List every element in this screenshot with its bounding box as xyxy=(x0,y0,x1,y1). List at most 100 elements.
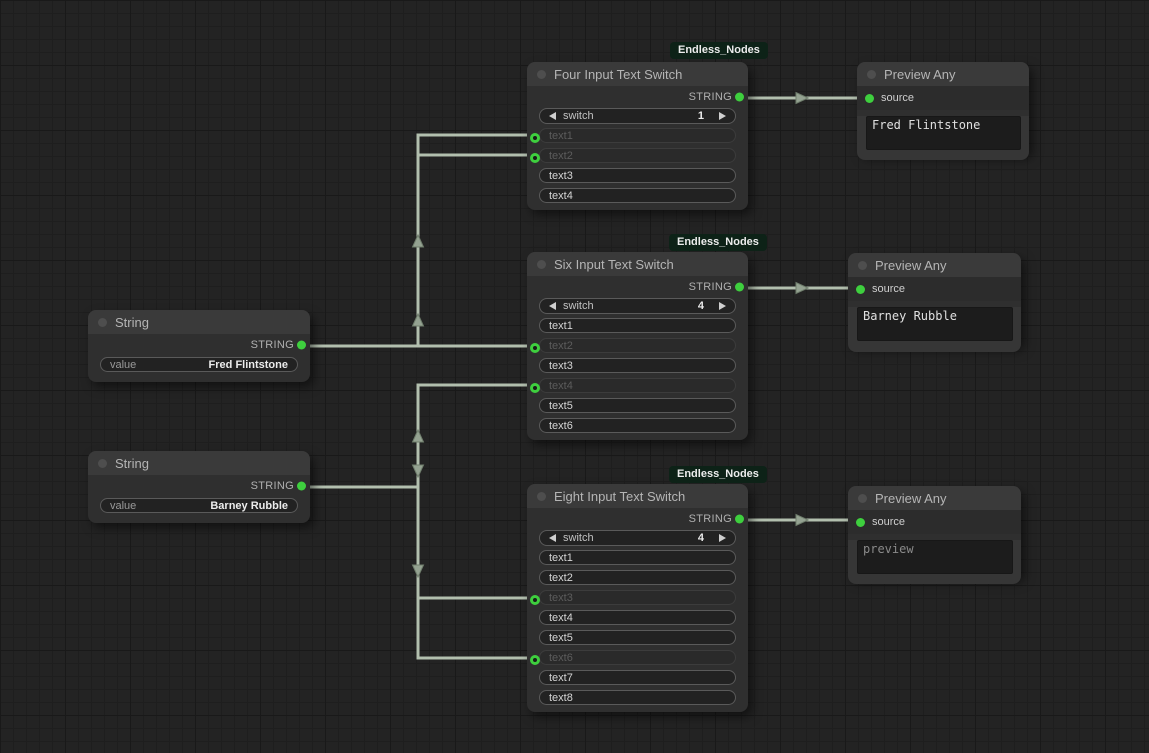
switch-prev-icon[interactable] xyxy=(549,112,556,120)
text-widget[interactable]: text6 xyxy=(539,418,736,433)
input-row-text2: text2 xyxy=(527,148,748,168)
switch-next-icon[interactable] xyxy=(719,302,726,310)
widget-row-value: value Barney Rubble xyxy=(88,498,310,514)
input-dot[interactable] xyxy=(530,343,540,353)
output-dot[interactable] xyxy=(297,481,306,491)
input-slot-source: source xyxy=(857,86,1029,110)
node-preview-any-1[interactable]: Preview Any source Fred Flintstone xyxy=(857,62,1029,160)
widget-row-text7: text7 xyxy=(527,670,748,690)
input-slot-source: source xyxy=(848,277,1021,301)
text-widget[interactable]: text4 xyxy=(539,610,736,625)
widget-row-value: value Fred Flintstone xyxy=(88,357,310,373)
node-collapse-icon[interactable] xyxy=(537,69,546,79)
preview-text[interactable]: Fred Flintstone xyxy=(866,116,1021,150)
node-titlebar[interactable]: Four Input Text Switch xyxy=(527,62,748,86)
text-widget[interactable]: text4 xyxy=(539,188,736,203)
node-string-1[interactable]: String STRING value Fred Flintstone xyxy=(88,310,310,382)
wire-arrow-right-icon xyxy=(795,513,810,527)
wire-arrow-right-icon xyxy=(795,91,810,105)
text-widget[interactable]: text2 xyxy=(539,148,736,163)
node-preview-any-2[interactable]: Preview Any source Barney Rubble xyxy=(848,253,1021,352)
input-dot[interactable] xyxy=(530,595,540,605)
node-titlebar[interactable]: Preview Any xyxy=(857,62,1029,86)
node-titlebar[interactable]: String xyxy=(88,310,310,334)
value-widget[interactable]: value Barney Rubble xyxy=(100,498,298,513)
switch-next-icon[interactable] xyxy=(719,112,726,120)
node-body: preview xyxy=(848,540,1021,584)
text-widget[interactable]: text1 xyxy=(539,550,736,565)
value-widget[interactable]: value Fred Flintstone xyxy=(100,357,298,372)
text-widget[interactable]: text3 xyxy=(539,590,736,605)
text-widget[interactable]: text4 xyxy=(539,378,736,393)
widget-row-text3: text3 xyxy=(527,168,748,188)
input-dot[interactable] xyxy=(530,153,540,163)
widget-value: Fred Flintstone xyxy=(208,358,288,371)
text-widget[interactable]: text5 xyxy=(539,398,736,413)
text-widget[interactable]: text7 xyxy=(539,670,736,685)
text-widget[interactable]: text8 xyxy=(539,690,736,705)
node-titlebar[interactable]: Eight Input Text Switch xyxy=(527,484,748,508)
node-collapse-icon[interactable] xyxy=(867,69,876,79)
preview-text[interactable]: Barney Rubble xyxy=(857,307,1013,341)
input-dot[interactable] xyxy=(856,517,865,527)
switch-prev-icon[interactable] xyxy=(549,302,556,310)
widget-value: Barney Rubble xyxy=(210,499,288,512)
switch-prev-icon[interactable] xyxy=(549,534,556,542)
node-collapse-icon[interactable] xyxy=(858,493,867,503)
input-dot[interactable] xyxy=(865,93,874,103)
input-dot[interactable] xyxy=(530,655,540,665)
node-eight-input-text-switch[interactable]: Eight Input Text Switch STRING switch 4 … xyxy=(527,484,748,712)
widget-row-text1: text1 xyxy=(527,318,748,338)
node-badge: Endless_Nodes xyxy=(669,234,767,251)
node-six-input-text-switch[interactable]: Six Input Text Switch STRING switch 4 te… xyxy=(527,252,748,440)
switch-stepper[interactable]: switch 4 xyxy=(539,530,736,546)
preview-text[interactable]: preview xyxy=(857,540,1013,574)
node-preview-any-3[interactable]: Preview Any source preview xyxy=(848,486,1021,584)
widget-row-text3: text3 xyxy=(527,358,748,378)
output-dot[interactable] xyxy=(735,514,744,524)
node-collapse-icon[interactable] xyxy=(858,260,867,270)
text-widget[interactable]: text3 xyxy=(539,168,736,183)
wire-arrow-right-icon xyxy=(795,281,810,295)
text-widget[interactable]: text5 xyxy=(539,630,736,645)
node-string-2[interactable]: String STRING value Barney Rubble xyxy=(88,451,310,523)
text-widget[interactable]: text2 xyxy=(539,570,736,585)
switch-value: 1 xyxy=(697,110,704,122)
widget-row-text2: text2 xyxy=(527,570,748,590)
output-dot[interactable] xyxy=(297,340,306,350)
input-row-text6: text6 xyxy=(527,650,748,670)
input-dot[interactable] xyxy=(856,284,865,294)
input-row-text3: text3 xyxy=(527,590,748,610)
node-four-input-text-switch[interactable]: Four Input Text Switch STRING switch 1 t… xyxy=(527,62,748,210)
text-widget[interactable]: text2 xyxy=(539,338,736,353)
output-slot-string: STRING xyxy=(88,475,310,497)
text-widget[interactable]: text1 xyxy=(539,128,736,143)
node-badge: Endless_Nodes xyxy=(670,42,768,59)
node-collapse-icon[interactable] xyxy=(537,491,546,501)
switch-next-icon[interactable] xyxy=(719,534,726,542)
node-title: Four Input Text Switch xyxy=(554,66,683,82)
node-titlebar[interactable]: Preview Any xyxy=(848,253,1021,277)
text-widget[interactable]: text3 xyxy=(539,358,736,373)
node-titlebar[interactable]: String xyxy=(88,451,310,475)
input-dot[interactable] xyxy=(530,133,540,143)
switch-stepper[interactable]: switch 1 xyxy=(539,108,736,124)
output-dot[interactable] xyxy=(735,92,744,102)
input-dot[interactable] xyxy=(530,383,540,393)
wire-arrow-up-icon xyxy=(411,233,425,248)
text-widget[interactable]: text1 xyxy=(539,318,736,333)
node-titlebar[interactable]: Preview Any xyxy=(848,486,1021,510)
node-title: String xyxy=(115,314,149,330)
output-dot[interactable] xyxy=(735,282,744,292)
node-titlebar[interactable]: Six Input Text Switch xyxy=(527,252,748,276)
node-title: Preview Any xyxy=(884,66,956,82)
node-collapse-icon[interactable] xyxy=(537,259,546,269)
input-row-text4: text4 xyxy=(527,378,748,398)
node-collapse-icon[interactable] xyxy=(98,458,107,468)
switch-stepper[interactable]: switch 4 xyxy=(539,298,736,314)
node-collapse-icon[interactable] xyxy=(98,317,107,327)
wire-arrow-up-icon xyxy=(411,312,425,327)
widget-row-switch: switch 4 xyxy=(527,298,748,318)
text-widget[interactable]: text6 xyxy=(539,650,736,665)
